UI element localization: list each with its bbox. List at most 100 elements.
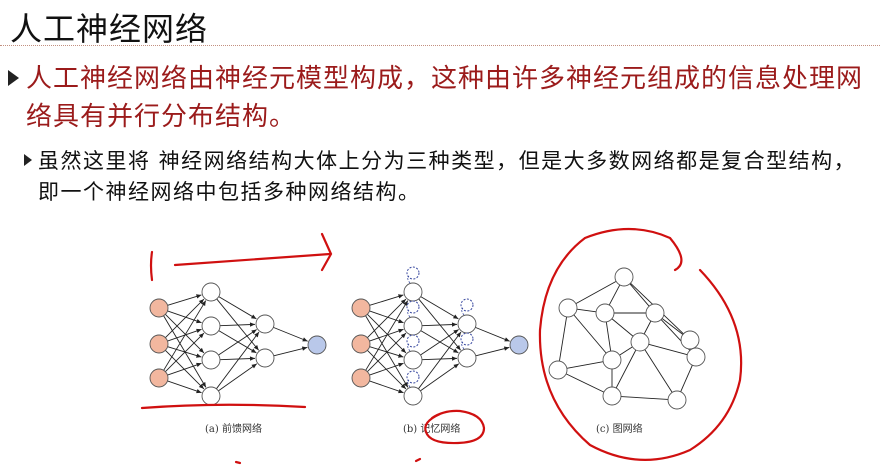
edge-arrowhead — [504, 337, 510, 342]
memory-node — [460, 298, 474, 312]
edge — [661, 318, 684, 335]
annotation-underline — [140, 403, 307, 410]
edge — [643, 320, 652, 335]
annotation-dash — [414, 457, 422, 463]
edge-arrowhead — [398, 328, 404, 333]
graph-node — [558, 298, 578, 318]
edge — [365, 300, 409, 371]
graph-node — [602, 350, 622, 370]
hidden-node — [201, 386, 221, 406]
memory-loop — [461, 307, 465, 316]
edge-arrowhead — [398, 294, 404, 299]
edge-arrowhead — [198, 333, 204, 339]
edge — [420, 329, 459, 356]
edge-arrowhead — [196, 362, 202, 367]
edge — [369, 310, 404, 324]
edge — [218, 330, 257, 354]
edge — [619, 346, 633, 356]
annotation-arrowhead — [320, 232, 333, 272]
edge — [369, 294, 404, 306]
edge — [620, 396, 669, 400]
edge — [575, 280, 617, 305]
edge — [273, 346, 308, 357]
memory-loop — [461, 341, 465, 350]
edge — [167, 294, 202, 306]
edge-arrowhead — [452, 348, 459, 353]
edge-arrowhead — [403, 300, 408, 306]
edge-arrowhead — [398, 319, 404, 324]
edge — [608, 284, 621, 306]
input-node — [351, 368, 371, 388]
edge — [605, 321, 612, 352]
hidden-node — [255, 314, 275, 334]
memory-loop — [407, 309, 411, 318]
edge — [420, 296, 459, 320]
edge-arrowhead — [251, 363, 257, 369]
edge-arrowhead — [453, 363, 459, 369]
edge-arrowhead — [398, 362, 404, 367]
input-node — [149, 368, 169, 388]
edge-arrowhead — [456, 332, 461, 338]
edge-arrowhead — [400, 299, 406, 305]
hidden-node — [201, 282, 221, 302]
graph-node — [548, 360, 568, 380]
edge-arrowhead — [196, 319, 202, 324]
edge — [369, 362, 404, 376]
edge — [565, 373, 605, 393]
input-node — [351, 334, 371, 354]
edge-arrowhead — [452, 314, 459, 319]
feedforward-network-diagram — [149, 282, 327, 406]
edge — [566, 361, 604, 369]
edge — [367, 298, 407, 338]
annotation-graph-circle — [538, 227, 743, 461]
edge — [420, 363, 460, 392]
graph-node — [614, 267, 634, 287]
edge — [573, 314, 607, 354]
hidden-node — [403, 350, 423, 370]
edge — [167, 380, 202, 394]
edge-arrowhead — [249, 356, 256, 361]
graph-node — [630, 332, 650, 352]
title-divider — [0, 45, 880, 46]
edge-arrowhead — [250, 314, 257, 319]
edge — [218, 329, 257, 356]
graph-node — [602, 386, 622, 406]
edge — [611, 318, 634, 337]
hidden-node — [403, 386, 423, 406]
network-figure: (a) 前馈网络 (b) 记忆网络 (c) 图网络 — [140, 227, 743, 465]
sub-bullet-text: 虽然这里将 神经网络结构大体上分为三种类型，但是大多数网络都是复合型结构，即一个… — [38, 149, 857, 204]
edge — [167, 362, 202, 376]
memory-loop — [407, 275, 411, 284]
annotation-arrow-line — [173, 252, 332, 267]
memory-loop — [407, 379, 411, 388]
annotation-caption-circle — [424, 409, 486, 445]
edge-arrowhead — [398, 353, 404, 358]
edge-arrowhead — [250, 348, 257, 353]
edge-arrowhead — [302, 337, 308, 342]
sub-bullet: 虽然这里将 神经网络结构大体上分为三种类型，但是大多数网络都是复合型结构，即一个… — [24, 146, 874, 208]
annotation-dash — [234, 460, 242, 465]
edge — [273, 326, 308, 342]
memory-node — [406, 300, 420, 314]
bullet-arrow-icon — [8, 70, 19, 86]
edge-arrowhead — [198, 383, 204, 389]
caption-feedforward: (a) 前馈网络 — [205, 422, 262, 435]
hidden-node — [403, 316, 423, 336]
edge-arrowhead — [400, 383, 406, 389]
graph-network-diagram — [548, 267, 706, 410]
edge — [421, 323, 458, 327]
edge — [218, 296, 257, 320]
input-node — [149, 334, 169, 354]
output-node — [509, 335, 529, 355]
hidden-node — [201, 350, 221, 370]
edge — [558, 316, 568, 362]
edge — [421, 357, 458, 361]
hidden-node — [457, 348, 477, 368]
input-node — [351, 298, 371, 318]
edge-arrowhead — [196, 294, 202, 299]
edge-arrowhead — [400, 333, 406, 339]
edge — [680, 365, 693, 392]
edge — [216, 331, 260, 390]
edge-arrowhead — [451, 356, 458, 361]
caption-memory: (b) 记忆网络 — [403, 422, 460, 435]
